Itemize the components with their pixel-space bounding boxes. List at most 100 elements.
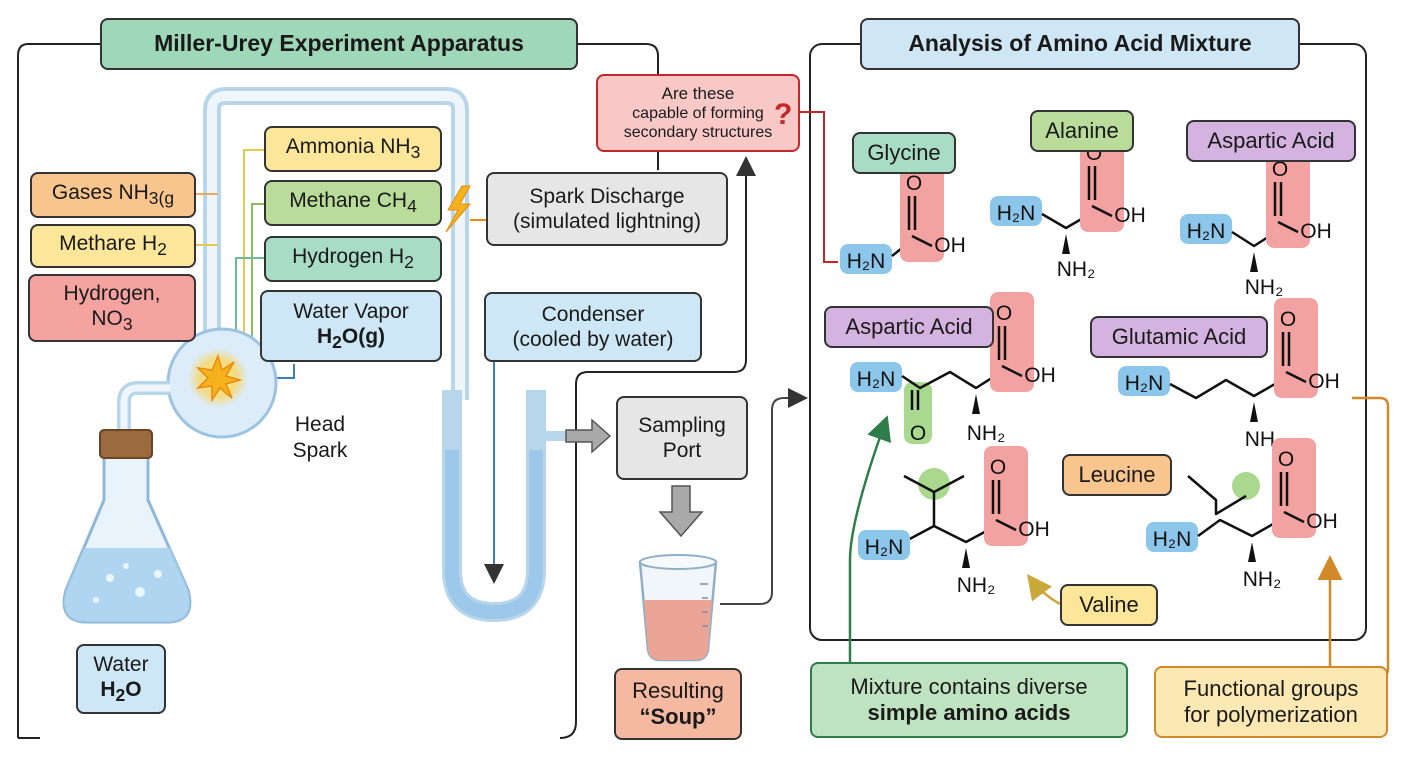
valine-sidechain-highlight	[918, 468, 950, 500]
valine-wedge	[962, 548, 970, 568]
leucine-carbonyl-o: O	[1278, 448, 1294, 471]
hydrogen-no3-box: Hydrogen, NO3	[28, 274, 196, 342]
analysis-title: Analysis of Amino Acid Mixture	[860, 18, 1300, 70]
hydrogen-main: Hydrogen H	[292, 245, 405, 269]
question-line2: capable of forming	[632, 105, 764, 122]
gases-main: Gases NH	[51, 181, 149, 205]
leucine-backbone	[1197, 518, 1281, 538]
apparatus-title: Miller-Urey Experiment Apparatus	[100, 18, 578, 70]
valine-amine-highlight	[858, 530, 910, 560]
valine-oh: OH	[1018, 518, 1050, 541]
valine-text: Valine	[1079, 591, 1139, 617]
condenser-box: Condenser (cooled by water)	[484, 292, 702, 362]
lightning-icon	[445, 185, 472, 233]
water-o: O	[125, 678, 142, 701]
hydrogen-text: Hydrogen H2	[292, 244, 414, 273]
aspartic-mid-label: Aspartic Acid	[824, 306, 994, 348]
spark-discharge-line1: Spark Discharge	[529, 184, 685, 208]
leucine-nh2: NH₂	[1243, 568, 1281, 591]
water-line2: H2O	[100, 677, 141, 706]
question-mark: ?	[774, 98, 793, 131]
leucine-label: Leucine	[1062, 454, 1172, 496]
bubble	[154, 570, 162, 578]
bubble	[135, 587, 145, 597]
mixture-box: Mixture contains diverse simple amino ac…	[810, 662, 1128, 738]
spark-discharge-line2: (simulated lightning)	[513, 210, 701, 233]
beaker-soup	[644, 600, 712, 660]
glass-tube-loop-inner	[207, 91, 465, 400]
leucine-sidechain	[1187, 475, 1247, 516]
water-vapor-line1: Water Vapor	[293, 299, 409, 323]
methare-box: Methare H2	[30, 224, 196, 268]
question-line3: secondary structures	[623, 124, 773, 142]
alanine-label: Alanine	[1030, 110, 1134, 152]
head-spark-line1: Head	[294, 413, 346, 436]
hydrogen-subscript: 2	[404, 252, 414, 273]
valine-carboxyl-highlight	[984, 446, 1028, 546]
wv-o: O(g)	[341, 325, 386, 348]
wv-sub: 2	[332, 332, 342, 353]
gases-box: Gases NH3(g	[30, 172, 196, 218]
aspartic-top-label: Aspartic Acid	[1186, 120, 1356, 162]
aspartic-top-oh-bond	[1277, 220, 1299, 234]
leucine-h2n: H₂N	[1153, 528, 1191, 551]
leucine-oh-bond	[1283, 510, 1305, 524]
methane-box: Methane CH4	[264, 180, 442, 226]
bubble	[123, 563, 129, 569]
alanine-nh2: NH₂	[1057, 258, 1095, 281]
methare-main: Methare H	[59, 232, 158, 256]
beaker-ticks	[700, 583, 708, 627]
glutamic-wedge	[1250, 402, 1258, 422]
glycine-oh-bond	[911, 234, 933, 248]
leucine-carboxyl-highlight	[1272, 438, 1316, 538]
functional-box: Functional groups for polymerization	[1154, 666, 1388, 738]
head-spark-label: Head Spark	[278, 412, 362, 465]
methare-subscript: 2	[157, 239, 167, 260]
apparatus-panel-frame-right	[578, 43, 659, 170]
no3-main: NO	[91, 307, 123, 330]
head-spark-line2: Spark	[292, 439, 348, 463]
glutamic-h2n: H₂N	[1125, 372, 1163, 395]
question-line1: Are these	[661, 83, 735, 103]
glycine-carboxyl-highlight	[900, 162, 944, 262]
water-vapor-line2: H2O(g)	[317, 324, 385, 353]
analysis-title-text: Analysis of Amino Acid Mixture	[908, 30, 1252, 57]
ammonia-box: Ammonia NH3	[264, 126, 442, 172]
flask-stopper	[99, 429, 153, 459]
water-box: Water H2O	[76, 644, 166, 714]
aspartic-mid-oh-bond	[1001, 364, 1023, 378]
hydrogen-no3-line2: NO3	[91, 306, 132, 335]
mixture-line2: simple amino acids	[867, 700, 1071, 725]
aspartic-mid-oh: OH	[1024, 364, 1056, 387]
leucine-wedge	[1248, 542, 1256, 562]
apparatus-panel-frame	[17, 43, 100, 738]
aspartic-mid-carboxyl-highlight	[990, 292, 1034, 392]
u-tube-water	[445, 450, 543, 620]
glutamic-text: Glutamic Acid	[1111, 323, 1247, 349]
water-h: H	[100, 678, 116, 701]
sampling-line1: Sampling	[638, 413, 726, 437]
condenser-line2: (cooled by water)	[512, 328, 674, 351]
aspartic-mid-amine-highlight	[850, 362, 902, 392]
soup-line2: “Soup”	[639, 704, 717, 729]
beaker-rim	[639, 554, 717, 570]
question-box: Are these capable of forming secondary s…	[596, 74, 800, 152]
glycine-carbonyl-o: O	[906, 172, 922, 195]
leucine-text: Leucine	[1078, 461, 1156, 487]
aspartic-top-nh2: NH₂	[1245, 276, 1283, 299]
alanine-text: Alanine	[1045, 117, 1119, 143]
aspartic-mid-h2n: H₂N	[857, 368, 895, 391]
glutamic-oh: OH	[1308, 370, 1340, 393]
spark-discharge-box: Spark Discharge (simulated lightning)	[486, 172, 728, 246]
ammonia-main: Ammonia NH	[285, 135, 411, 159]
sampling-port-box: Sampling Port	[616, 396, 748, 480]
glycine-h2n: H₂N	[847, 250, 885, 273]
flask-water	[64, 548, 190, 622]
valine-carbonyl-o: O	[990, 456, 1006, 479]
aspartic-top-amine-highlight	[1180, 214, 1232, 244]
alanine-amine-highlight	[990, 196, 1042, 226]
soup-to-analysis-arrow	[720, 388, 808, 605]
aspartic-mid-amide-o: O	[910, 422, 926, 445]
aspartic-top-carbonyl-o: O	[1272, 158, 1288, 181]
